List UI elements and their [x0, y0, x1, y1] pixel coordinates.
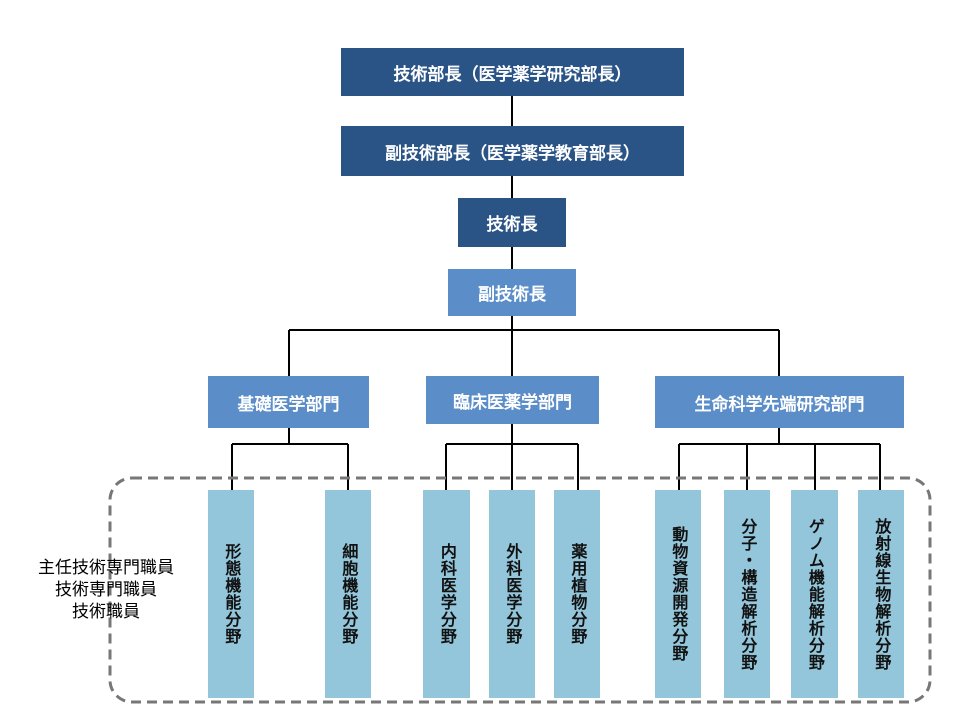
field-label: 動物資源開発分野 [669, 526, 689, 662]
field-label: 細胞機能分野 [339, 543, 359, 645]
field-label: 放射線生物解析分野 [872, 517, 892, 671]
director-label: 技術部長（医学薬学研究部長） [393, 64, 632, 85]
staff-titles: 主任技術専門職員 技術専門職員 技術職員 [10, 557, 202, 623]
department-box: 生命科学先端研究部門 [655, 376, 904, 428]
deputy-chief-box: 副技術長 [448, 269, 576, 316]
field-box: 細胞機能分野 [325, 490, 371, 698]
field-label: 形態機能分野 [222, 543, 242, 645]
chief-box: 技術長 [458, 198, 566, 247]
director-box: 技術部長（医学薬学研究部長） [341, 48, 684, 96]
department-label: 生命科学先端研究部門 [694, 394, 865, 415]
department-label: 基礎医学部門 [237, 394, 340, 415]
chief-label: 技術長 [486, 215, 538, 235]
staff-title: 技術職員 [72, 602, 140, 622]
field-box: ゲノム機能解析分野 [791, 490, 838, 698]
department-label: 臨床医薬学部門 [453, 392, 572, 413]
staff-title: 技術専門職員 [55, 580, 157, 600]
field-label: 外科医学分野 [503, 543, 523, 645]
deputy-director-box: 副技術部長（医学薬学教育部長） [341, 126, 684, 176]
field-label: 内科医学分野 [437, 543, 457, 645]
field-box: 形態機能分野 [208, 490, 254, 698]
field-box: 薬用植物分野 [554, 490, 600, 698]
field-label: 分子・構造解析分野 [738, 517, 758, 671]
field-box: 分子・構造解析分野 [724, 490, 770, 698]
staff-title: 主任技術専門職員 [38, 558, 174, 578]
deputy-director-label: 副技術部長（医学薬学教育部長） [385, 143, 640, 164]
department-box: 臨床医薬学部門 [426, 376, 599, 424]
field-box: 動物資源開発分野 [655, 490, 701, 698]
field-label: ゲノム機能解析分野 [805, 517, 825, 671]
department-box: 基礎医学部門 [208, 376, 369, 428]
staff-group-border [108, 476, 932, 704]
field-box: 内科医学分野 [423, 490, 470, 698]
deputy-chief-label: 副技術長 [478, 285, 546, 305]
field-box: 外科医学分野 [489, 490, 535, 698]
field-label: 薬用植物分野 [568, 543, 588, 645]
field-box: 放射線生物解析分野 [858, 490, 904, 698]
